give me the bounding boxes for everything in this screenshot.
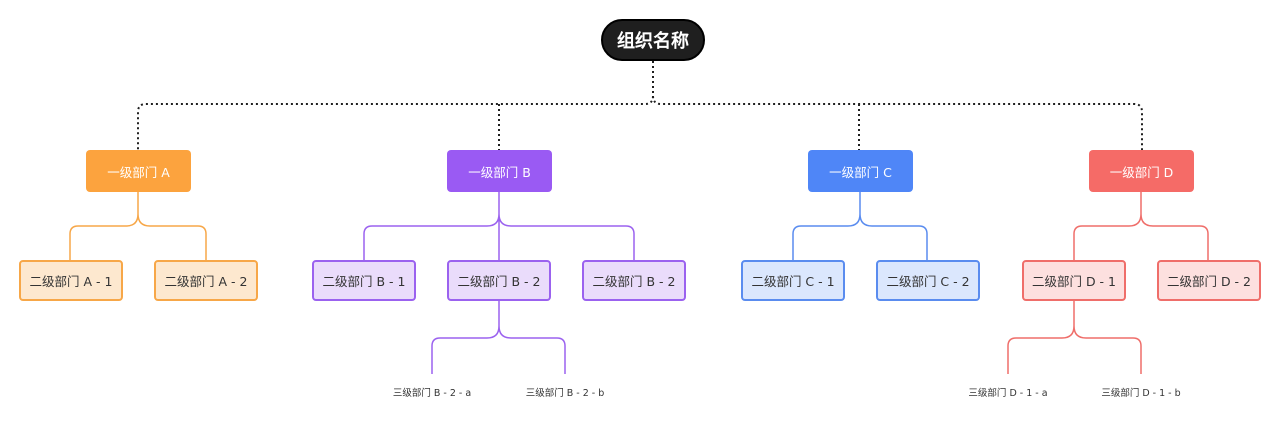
- branch-connector-c: [792, 192, 928, 260]
- root-connector: [137, 61, 654, 150]
- subdepartment-c1-node[interactable]: 二级部门 C - 1: [741, 260, 845, 301]
- department-c-node[interactable]: 一级部门 C: [808, 150, 913, 192]
- subdepartment-b3-node[interactable]: 二级部门 B - 2: [582, 260, 686, 301]
- root-connector: [652, 95, 1143, 150]
- department-a-node[interactable]: 一级部门 A: [86, 150, 191, 192]
- third-level-b2a-node[interactable]: 三级部门 B - 2 - a: [392, 388, 472, 399]
- subdepartment-d2-node[interactable]: 二级部门 D - 2: [1157, 260, 1261, 301]
- branch-connector-b2: [431, 301, 566, 374]
- subdepartment-c2-node[interactable]: 二级部门 C - 2: [876, 260, 980, 301]
- third-level-d1a-node[interactable]: 三级部门 D - 1 - a: [968, 388, 1048, 399]
- subdepartment-b2-node[interactable]: 二级部门 B - 2: [447, 260, 551, 301]
- subdepartment-a2-node[interactable]: 二级部门 A - 2: [154, 260, 258, 301]
- branch-connector-d: [1073, 192, 1209, 260]
- third-level-b2b-node[interactable]: 三级部门 B - 2 - b: [525, 388, 605, 399]
- subdepartment-d1-node[interactable]: 二级部门 D - 1: [1022, 260, 1126, 301]
- department-d-node[interactable]: 一级部门 D: [1089, 150, 1194, 192]
- branch-connector-d1: [1007, 301, 1142, 374]
- branch-connector-a: [69, 192, 207, 260]
- department-b-node[interactable]: 一级部门 B: [447, 150, 552, 192]
- subdepartment-a1-node[interactable]: 二级部门 A - 1: [19, 260, 123, 301]
- third-level-d1b-node[interactable]: 三级部门 D - 1 - b: [1101, 388, 1181, 399]
- root-node[interactable]: 组织名称: [601, 19, 705, 61]
- subdepartment-b1-node[interactable]: 二级部门 B - 1: [312, 260, 416, 301]
- branch-connector-b: [363, 192, 635, 260]
